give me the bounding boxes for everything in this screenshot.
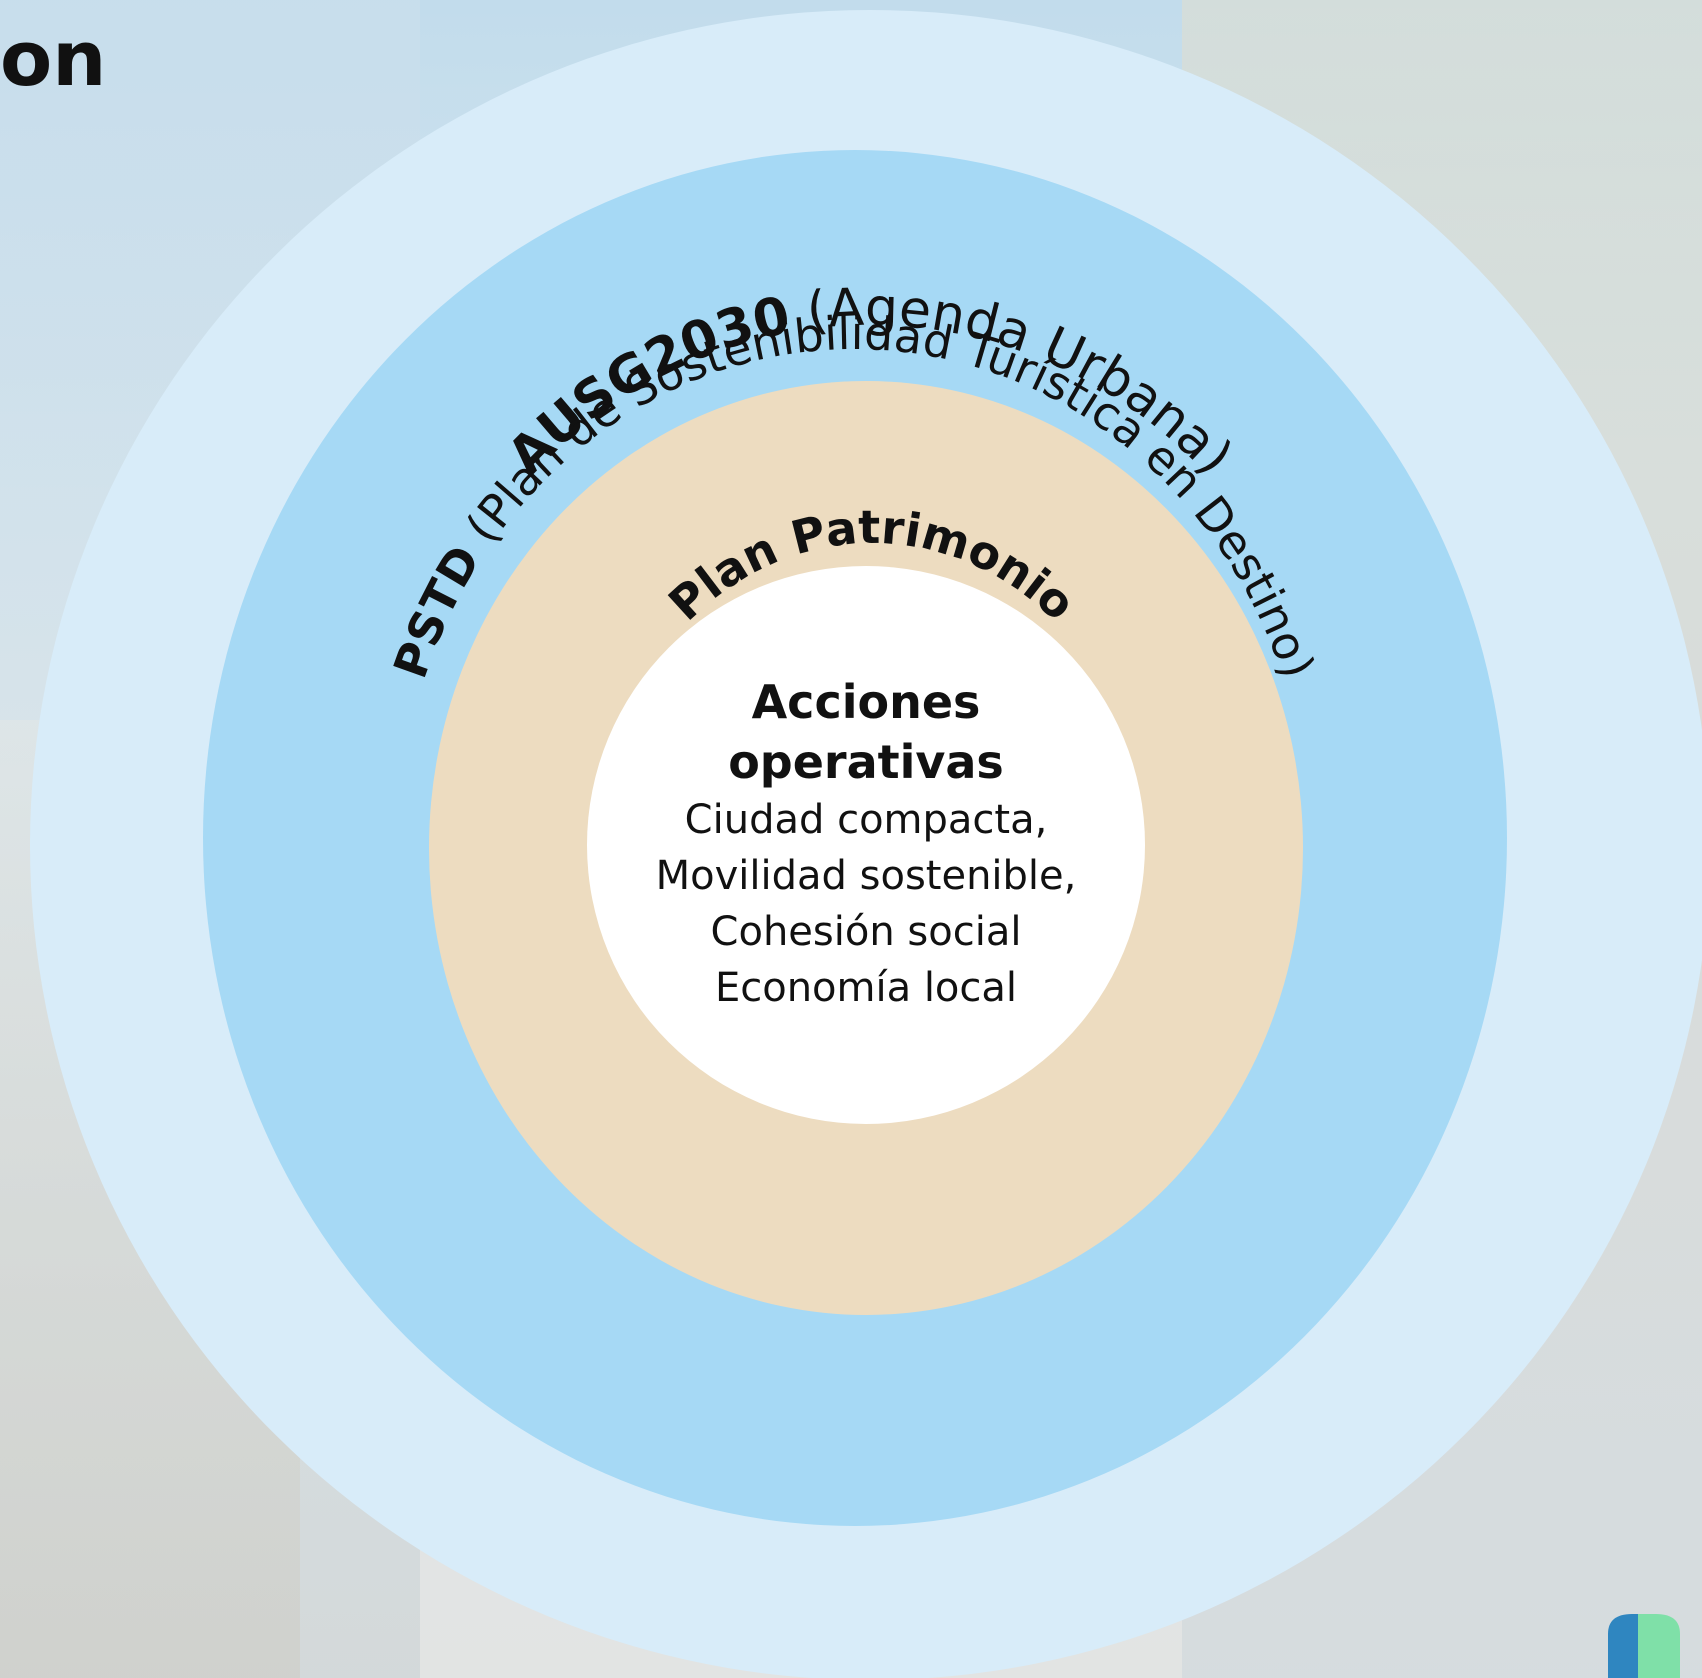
- ring-center: [587, 566, 1145, 1124]
- brand-logo-icon: [1608, 1614, 1680, 1678]
- center-item-3: Cohesión social: [710, 909, 1022, 955]
- center-content: Acciones operativas Ciudad compacta, Mov…: [600, 672, 1132, 1016]
- center-title-line1: Acciones: [751, 675, 981, 729]
- center-item-2: Movilidad sostenible,: [655, 853, 1077, 899]
- center-item-4: Economía local: [714, 965, 1018, 1011]
- logo-right-shape: [1638, 1614, 1680, 1678]
- logo-left-shape: [1608, 1614, 1644, 1678]
- center-title-line2: operativas: [728, 735, 1004, 789]
- center-item-1: Ciudad compacta,: [684, 797, 1048, 843]
- page-heading-fragment: on: [0, 14, 107, 103]
